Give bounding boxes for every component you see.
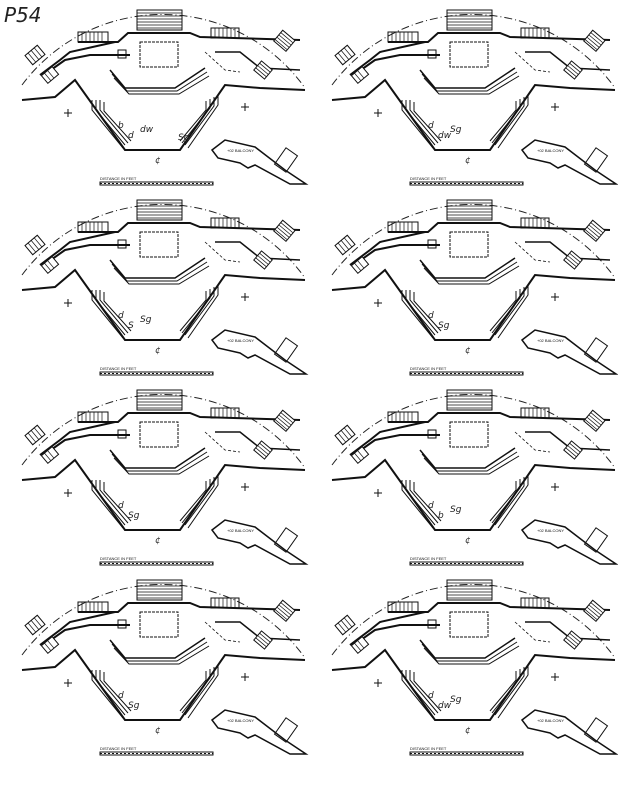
- scale-title: DISTANCE IN FEET: [410, 746, 447, 751]
- balcony-label: +02 BALCONY: [537, 148, 564, 153]
- handwritten-note: b: [118, 121, 124, 131]
- handwritten-note: Sg: [140, 315, 152, 325]
- centerline-label: ¢: [465, 156, 471, 166]
- handwritten-note: Sg: [128, 511, 140, 521]
- handwritten-note: dw: [140, 125, 154, 135]
- handwritten-note: d: [428, 311, 434, 321]
- scale-title: DISTANCE IN FEET: [410, 366, 447, 371]
- handwritten-note: Sg: [178, 133, 190, 143]
- plan-panel-4: [331, 199, 617, 376]
- handwritten-note: dw: [438, 131, 452, 141]
- handwritten-note: Sg: [450, 695, 462, 705]
- balcony-label: +02 BALCONY: [537, 338, 564, 343]
- plan-panel-3: [21, 199, 307, 376]
- plan-panel-2: [331, 9, 617, 186]
- handwritten-note: d: [428, 501, 434, 511]
- handwritten-note: d: [428, 121, 434, 131]
- handwritten-note: d: [118, 311, 124, 321]
- balcony-label: +02 BALCONY: [537, 718, 564, 723]
- scale-title: DISTANCE IN FEET: [410, 556, 447, 561]
- handwritten-note: S: [128, 321, 134, 331]
- handwritten-note: Sg: [128, 701, 140, 711]
- handwritten-note: d: [428, 691, 434, 701]
- handwritten-note: Sg: [438, 321, 450, 331]
- handwritten-note: dw: [438, 701, 452, 711]
- scale-title: DISTANCE IN FEET: [100, 556, 137, 561]
- balcony-label: +02 BALCONY: [227, 338, 254, 343]
- scale-title: DISTANCE IN FEET: [100, 176, 137, 181]
- sheet-id-handwritten: P54: [4, 3, 42, 27]
- balcony-label: +02 BALCONY: [227, 528, 254, 533]
- scale-title: DISTANCE IN FEET: [100, 366, 137, 371]
- scale-title: DISTANCE IN FEET: [100, 746, 137, 751]
- handwritten-note: d: [118, 691, 124, 701]
- plan-panel-5: [21, 389, 307, 566]
- balcony-label: +02 BALCONY: [227, 718, 254, 723]
- centerline-label: ¢: [155, 346, 161, 356]
- centerline-label: ¢: [465, 536, 471, 546]
- centerline-label: ¢: [465, 726, 471, 736]
- plan-panel-8: [331, 579, 617, 756]
- balcony-label: +02 BALCONY: [537, 528, 564, 533]
- centerline-label: ¢: [155, 536, 161, 546]
- plan-panel-7: [21, 579, 307, 756]
- centerline-label: ¢: [155, 726, 161, 736]
- centerline-label: ¢: [465, 346, 471, 356]
- balcony-label: +02 BALCONY: [227, 148, 254, 153]
- handwritten-note: Sg: [450, 505, 462, 515]
- handwritten-note: d: [118, 501, 124, 511]
- handwritten-note: d: [128, 131, 134, 141]
- scale-title: DISTANCE IN FEET: [410, 176, 447, 181]
- handwritten-note: Sg: [450, 125, 462, 135]
- plan-panel-1: [21, 9, 307, 186]
- centerline-label: ¢: [155, 156, 161, 166]
- plan-panel-6: [331, 389, 617, 566]
- handwritten-note: b: [438, 511, 444, 521]
